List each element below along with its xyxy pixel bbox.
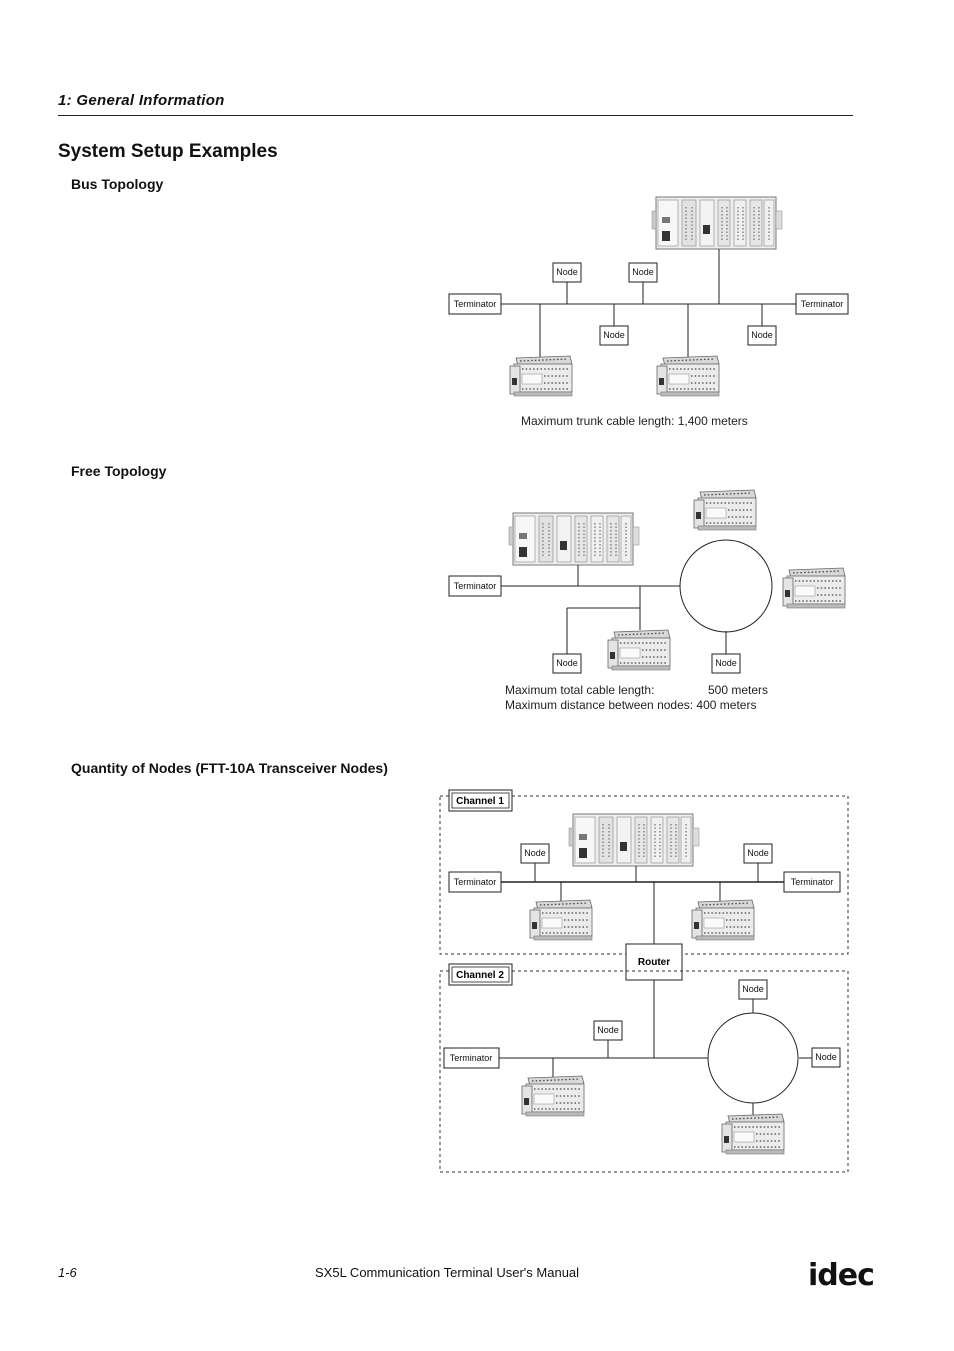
free-topology-heading: Free Topology	[71, 463, 167, 479]
ch2-node: Node	[811, 1047, 841, 1068]
node-label: Node	[742, 984, 764, 994]
terminal-unit-image	[691, 899, 755, 941]
bus-topology-diagram: Terminator Terminator Node Node Node Nod…	[448, 196, 849, 428]
node-label: Node	[632, 267, 654, 277]
controller-image	[651, 196, 783, 250]
terminal-unit-image	[529, 899, 593, 941]
ch1-terminator-left: Terminator	[448, 871, 502, 893]
terminator-label: Terminator	[791, 877, 834, 887]
header-rule	[58, 115, 853, 116]
manual-title: SX5L Communication Terminal User's Manua…	[315, 1265, 580, 1280]
bus-topology-heading: Bus Topology	[71, 176, 164, 192]
terminator-label: Terminator	[801, 299, 844, 309]
terminator-label: Terminator	[454, 877, 497, 887]
node-label: Node	[524, 848, 546, 858]
terminal-unit-image	[782, 567, 846, 609]
free-topology-diagram: Terminator Node Node Maximum total cable…	[448, 489, 846, 712]
idec-logo: idec	[808, 1258, 875, 1293]
channel-2-label-box: Channel 2	[448, 963, 513, 986]
router-box: Router	[625, 943, 683, 981]
page-number: 1-6	[58, 1265, 77, 1280]
node-label: Node	[751, 330, 773, 340]
node-label: Node	[747, 848, 769, 858]
bus-terminator-left: Terminator	[448, 293, 502, 315]
bus-node: Node	[599, 325, 629, 346]
ch1-node: Node	[520, 843, 550, 864]
node-label: Node	[815, 1052, 837, 1062]
free-caption-total-label: Maximum total cable length:	[505, 683, 654, 697]
channel-2-region	[439, 970, 849, 1173]
bus-node: Node	[552, 262, 582, 283]
terminal-unit-image	[521, 1075, 585, 1117]
channel-1-label-box: Channel 1	[448, 789, 513, 812]
free-node: Node	[552, 653, 582, 674]
free-caption-total-value: 500 meters	[708, 683, 768, 697]
node-label: Node	[715, 658, 737, 668]
node-label: Node	[556, 658, 578, 668]
chapter-header: 1: General Information	[58, 92, 225, 109]
free-caption-distance: Maximum distance between nodes: 400 mete…	[505, 698, 756, 712]
quantity-diagram: Channel 1 Terminator Terminator	[439, 789, 849, 1173]
terminal-unit-image	[656, 355, 720, 397]
free-node: Node	[711, 653, 741, 674]
router-label: Router	[638, 957, 670, 968]
terminal-unit-image	[693, 489, 757, 531]
quantity-of-nodes-heading: Quantity of Nodes (FTT-10A Transceiver N…	[71, 760, 388, 776]
free-terminator: Terminator	[448, 575, 502, 597]
terminal-unit-image	[721, 1113, 785, 1155]
terminator-label: Terminator	[454, 581, 497, 591]
node-label: Node	[603, 330, 625, 340]
section-title: System Setup Examples	[58, 141, 278, 162]
bus-terminator-right: Terminator	[795, 293, 849, 315]
ch2-terminator: Terminator	[443, 1047, 500, 1069]
channel-1-label: Channel 1	[456, 796, 504, 807]
terminal-unit-image	[607, 629, 671, 671]
node-label: Node	[597, 1025, 619, 1035]
channel-2-label: Channel 2	[456, 970, 504, 981]
ch2-node: Node	[593, 1020, 623, 1041]
terminal-unit-image	[509, 355, 573, 397]
bus-node: Node	[628, 262, 658, 283]
terminator-label: Terminator	[450, 1053, 493, 1063]
bus-node: Node	[747, 325, 777, 346]
controller-image	[508, 512, 640, 566]
node-label: Node	[556, 267, 578, 277]
ch1-node: Node	[743, 843, 773, 864]
ch1-terminator-right: Terminator	[783, 871, 841, 893]
terminator-label: Terminator	[454, 299, 497, 309]
ch2-node: Node	[738, 979, 768, 1000]
bus-caption: Maximum trunk cable length: 1,400 meters	[521, 414, 748, 428]
controller-image	[568, 813, 700, 867]
